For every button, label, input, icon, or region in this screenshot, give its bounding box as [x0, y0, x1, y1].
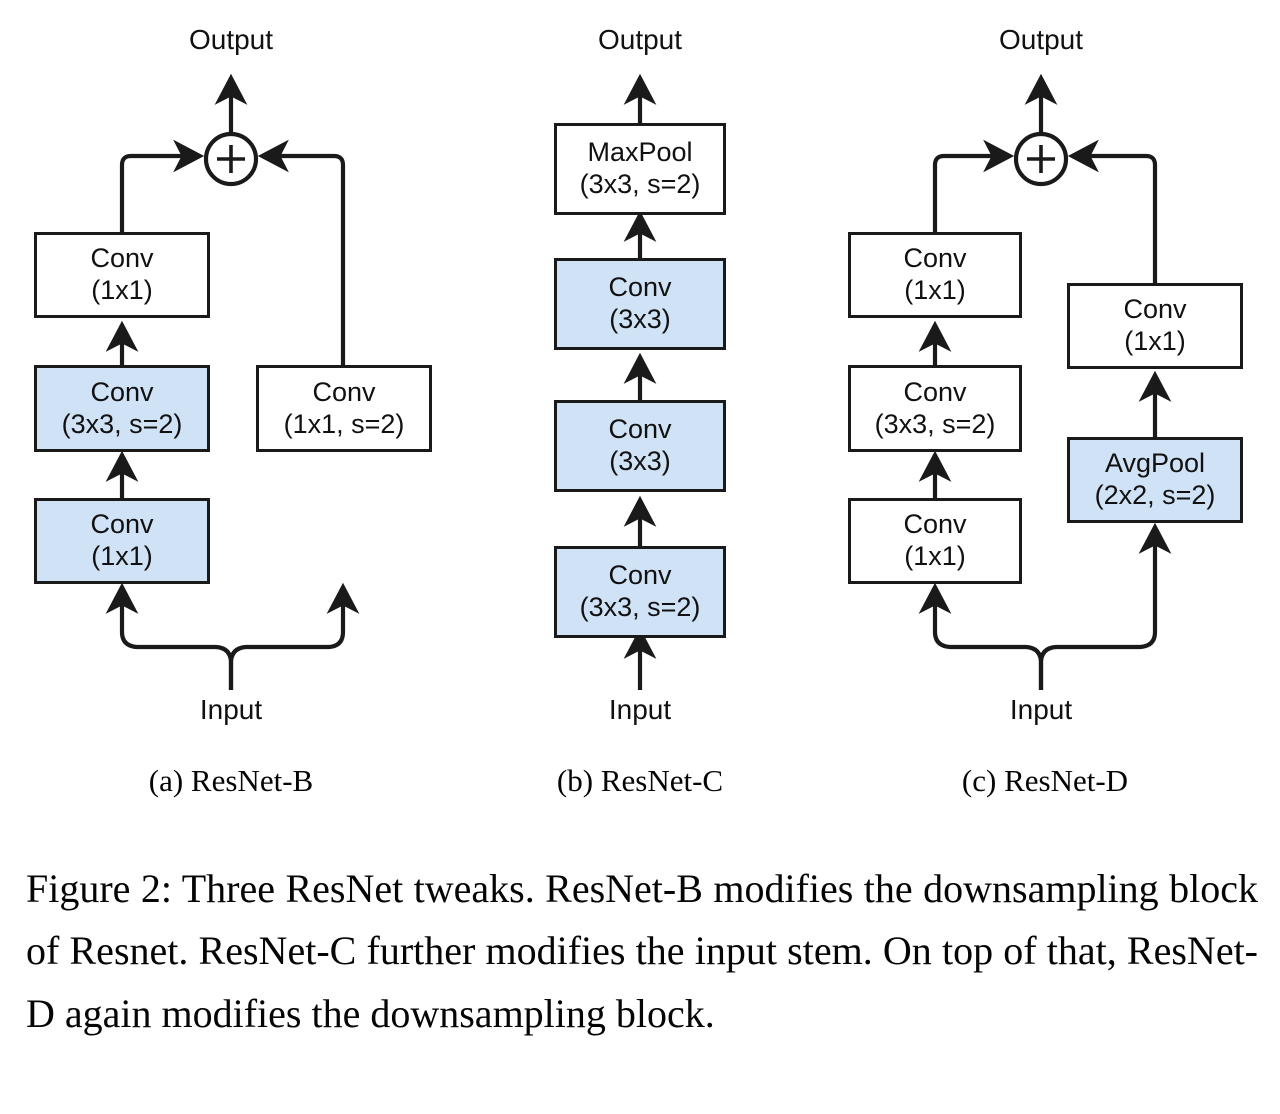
node-line-2: (2x2, s=2)	[1094, 480, 1216, 510]
node-line-2: (3x3, s=2)	[579, 169, 701, 199]
panel-a-main-conv-3x3-s2: Conv (3x3, s=2)	[34, 365, 210, 452]
panel-a-main-conv-1x1-top: Conv (1x1)	[34, 232, 210, 318]
node-line-2: (3x3)	[609, 304, 671, 334]
node-line-1: Conv	[90, 376, 154, 407]
node-line-1: Conv	[312, 376, 376, 407]
panel-a-input-label: Input	[199, 694, 263, 725]
panel-a-caption: (a) ResNet-B	[148, 763, 314, 798]
panel-c-main-conv-3x3-s2: Conv (3x3, s=2)	[848, 365, 1022, 452]
panel-b-input-label: Input	[608, 694, 672, 725]
node-line-1: MaxPool	[587, 137, 693, 168]
node-line-1: Conv	[608, 272, 672, 303]
panel-c-caption: (c) ResNet-D	[961, 763, 1129, 798]
node-line-2: (1x1)	[1124, 326, 1186, 356]
panel-c-shortcut-avgpool-2x2-s2: AvgPool (2x2, s=2)	[1067, 437, 1243, 523]
panel-a-output-label: Output	[188, 24, 274, 55]
panel-c-main-conv-1x1-bottom: Conv (1x1)	[848, 498, 1022, 584]
panel-c-shortcut-conv-1x1: Conv (1x1)	[1067, 283, 1243, 369]
node-line-1: Conv	[903, 243, 967, 274]
figure-caption-text: Figure 2: Three ResNet tweaks. ResNet-B …	[26, 866, 1258, 1036]
node-line-2: (1x1)	[91, 275, 153, 305]
resnet-tweaks-diagram: Output Conv (1x1) Conv (3x3, s=2) Conv (…	[34, 24, 1243, 798]
panel-a-shortcut-conv-1x1-s2: Conv (1x1, s=2)	[256, 365, 432, 452]
node-line-2: (1x1, s=2)	[283, 408, 405, 439]
panel-b-conv-3x3-middle: Conv (3x3)	[554, 400, 726, 492]
node-line-2: (1x1)	[904, 275, 966, 305]
node-line-2: (1x1)	[91, 541, 153, 571]
node-line-1: Conv	[608, 414, 672, 445]
node-line-1: Conv	[903, 376, 967, 407]
node-line-1: Conv	[1123, 294, 1187, 325]
panel-c-output-label: Output	[998, 24, 1084, 55]
node-line-2: (1x1)	[904, 541, 966, 571]
panel-b-caption: (b) ResNet-C	[556, 763, 724, 798]
node-line-2: (3x3, s=2)	[61, 408, 183, 439]
node-line-1: AvgPool	[1104, 448, 1206, 479]
panel-c-main-conv-1x1-top: Conv (1x1)	[848, 232, 1022, 318]
node-line-2: (3x3, s=2)	[874, 408, 996, 439]
panel-b-conv-3x3-s2: Conv (3x3, s=2)	[554, 546, 726, 638]
panel-c-input-label: Input	[1009, 694, 1073, 725]
node-line-2: (3x3, s=2)	[579, 592, 701, 622]
panel-a-main-conv-1x1-bottom: Conv (1x1)	[34, 498, 210, 584]
node-line-2: (3x3)	[609, 446, 671, 476]
figure-caption: Figure 2: Three ResNet tweaks. ResNet-B …	[26, 858, 1258, 1045]
node-line-1: Conv	[90, 243, 154, 274]
panel-b-conv-3x3-upper: Conv (3x3)	[554, 258, 726, 350]
panel-b-maxpool-3x3-s2: MaxPool (3x3, s=2)	[554, 123, 726, 215]
node-line-1: Conv	[608, 560, 672, 591]
node-line-1: Conv	[90, 509, 154, 540]
node-line-1: Conv	[903, 509, 967, 540]
diagram-connectors	[105, 73, 1172, 690]
panel-b-output-label: Output	[597, 24, 683, 55]
